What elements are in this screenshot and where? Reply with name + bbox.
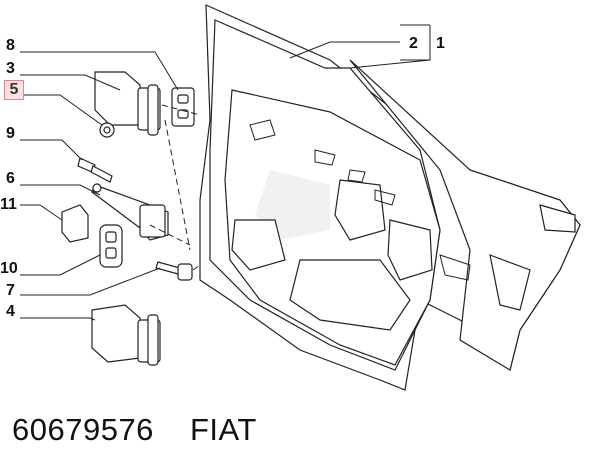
part-9-bolt: [77, 157, 113, 183]
callout-3: 3: [6, 60, 15, 77]
assembly-dashed-lines: [149, 104, 201, 271]
part-11-rubber-stop: [61, 204, 89, 243]
callout-10: 10: [0, 260, 18, 277]
callout-6: 6: [6, 170, 15, 187]
part-4-lower-hinge: [91, 304, 161, 366]
leader-lines: [20, 24, 431, 321]
callout-11: 11: [0, 196, 17, 213]
callout-9: 9: [6, 125, 15, 142]
callout-7: 7: [6, 282, 15, 299]
callout-8: 8: [6, 37, 15, 54]
part-7-screw: [155, 261, 193, 281]
part-8-hinge-plate: [171, 87, 195, 127]
callout-4: 4: [6, 303, 15, 320]
part-number: 60679576: [12, 412, 154, 447]
brand-label: FIAT: [190, 412, 257, 447]
callout-5-highlighted: 5: [4, 80, 24, 100]
part-5-nut: [99, 122, 115, 138]
part-3-upper-hinge: [94, 71, 161, 136]
callout-2: 2: [409, 35, 418, 52]
callout-1: 1: [436, 35, 445, 52]
door-assembly: [199, 4, 581, 391]
part-10-bracket: [99, 224, 123, 268]
part-6-check-strap: [91, 183, 169, 241]
